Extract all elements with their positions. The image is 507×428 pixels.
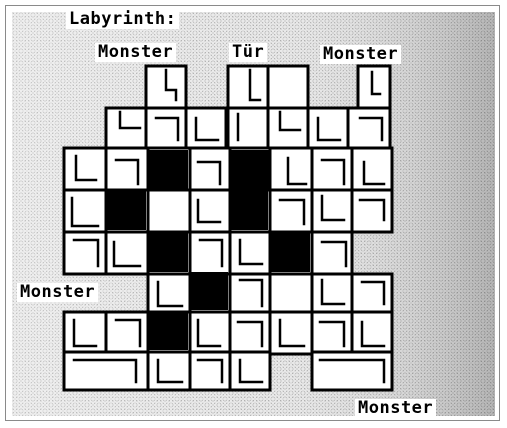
- maze-tile: [270, 190, 312, 232]
- maze-tile: [348, 108, 390, 150]
- maze-tile: [270, 274, 312, 314]
- maze-tile: [190, 232, 230, 274]
- maze-tile: [186, 108, 226, 150]
- solid-wall-tile: [148, 150, 188, 190]
- maze-tile: [106, 148, 148, 190]
- maze-tile: [64, 232, 106, 274]
- maze-tile: [230, 352, 270, 390]
- solid-wall-tile: [270, 232, 310, 272]
- maze-tile: [358, 66, 390, 110]
- maze-tile: [228, 108, 268, 150]
- maze-tile: [352, 190, 392, 232]
- solid-wall-tile: [148, 232, 188, 272]
- maze-tile: [190, 148, 230, 190]
- maze-tile: [148, 274, 190, 314]
- maze-tile: [268, 66, 308, 110]
- maze-tile: [230, 232, 270, 274]
- monster-top-right-label: Monster: [320, 45, 401, 64]
- maze-tile: [228, 66, 268, 110]
- maze-tile: [190, 352, 230, 390]
- solid-wall-tile: [230, 190, 268, 230]
- maze-tile: [312, 274, 352, 314]
- maze-tile: [312, 352, 392, 390]
- maze-tile: [190, 312, 230, 354]
- title-label: Labyrinth:: [66, 10, 179, 29]
- maze-tile: [64, 148, 106, 190]
- maze-tile: [64, 312, 106, 354]
- door-label: Tür: [229, 43, 267, 62]
- maze-tile: [312, 190, 352, 232]
- maze-tile: [352, 274, 392, 314]
- monster-top-left-label: Monster: [95, 43, 176, 62]
- monster-bottom-right-label: Monster: [355, 399, 436, 418]
- maze-tile: [146, 108, 186, 150]
- maze-tile: [106, 312, 148, 354]
- maze-tile: [270, 312, 312, 354]
- maze-tile: [230, 312, 270, 354]
- maze-tile: [312, 148, 352, 190]
- solid-wall-tile: [230, 150, 270, 190]
- maze-tile: [106, 232, 148, 274]
- maze-tile: [190, 190, 230, 232]
- maze-tile: [308, 108, 348, 150]
- monster-left-label: Monster: [17, 283, 98, 302]
- solid-wall-tile: [106, 190, 146, 230]
- maze-tile: [352, 312, 392, 354]
- maze-tile: [148, 352, 190, 390]
- maze-tile: [148, 190, 190, 232]
- solid-wall-tile: [148, 312, 188, 350]
- game-screen: [12, 12, 495, 416]
- labyrinth-maze: [64, 66, 392, 390]
- maze-tile: [312, 312, 352, 354]
- solid-wall-tile: [190, 272, 228, 310]
